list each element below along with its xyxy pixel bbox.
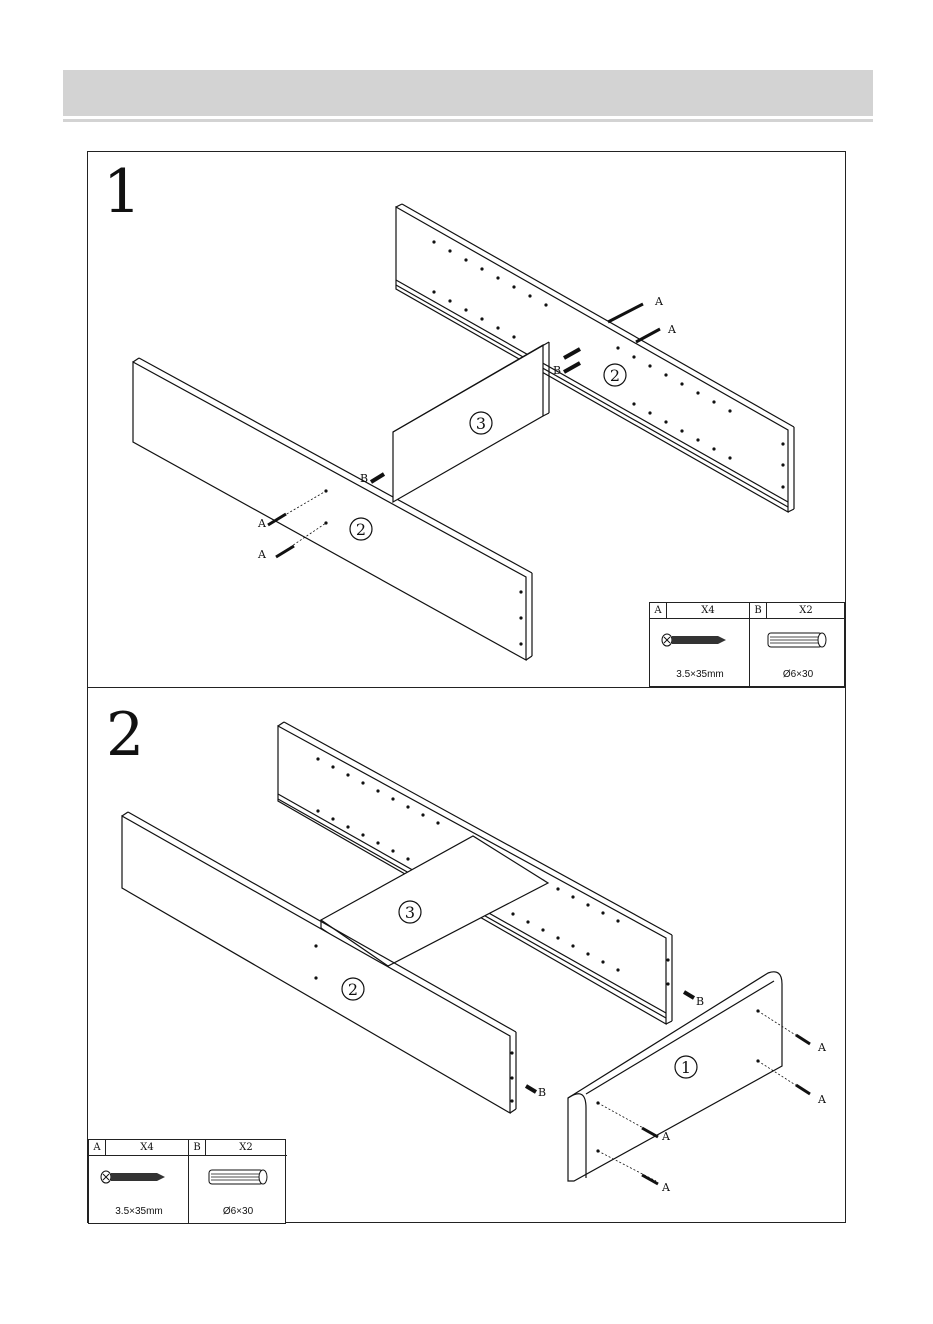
footer-strip [0, 1318, 933, 1324]
end-panel-1: 1 [568, 972, 782, 1181]
header-bar [63, 70, 873, 116]
label-panel-2: 2 [348, 980, 358, 999]
label-panel-2: 2 [356, 520, 366, 539]
svg-text:A: A [667, 323, 677, 336]
label-panel-1: 1 [681, 1058, 691, 1077]
step-1-panel: 1 2 2 [87, 151, 846, 688]
svg-text:A: A [817, 1041, 827, 1054]
svg-text:A: A [817, 1093, 827, 1106]
label-panel-2: 2 [610, 366, 620, 385]
svg-text:A: A [257, 548, 267, 561]
screw-icon [89, 1162, 189, 1192]
dowel-icon [189, 1162, 288, 1192]
dowel-icon [750, 625, 847, 655]
svg-text:A: A [257, 517, 267, 530]
label-panel-3: 3 [476, 414, 486, 433]
screw-icon [650, 625, 750, 655]
step-2-panel: 2 2 3 [87, 687, 846, 1223]
svg-text:B: B [360, 472, 368, 485]
label-panel-3: 3 [405, 903, 415, 922]
svg-text:A: A [654, 295, 664, 308]
svg-text:B: B [553, 364, 561, 377]
svg-text:B: B [538, 1086, 546, 1099]
divider-panel-3: 3 [393, 342, 549, 502]
header-rule [63, 119, 873, 122]
svg-text:A: A [661, 1181, 671, 1194]
svg-text:B: B [696, 995, 704, 1008]
svg-text:A: A [661, 1130, 671, 1143]
